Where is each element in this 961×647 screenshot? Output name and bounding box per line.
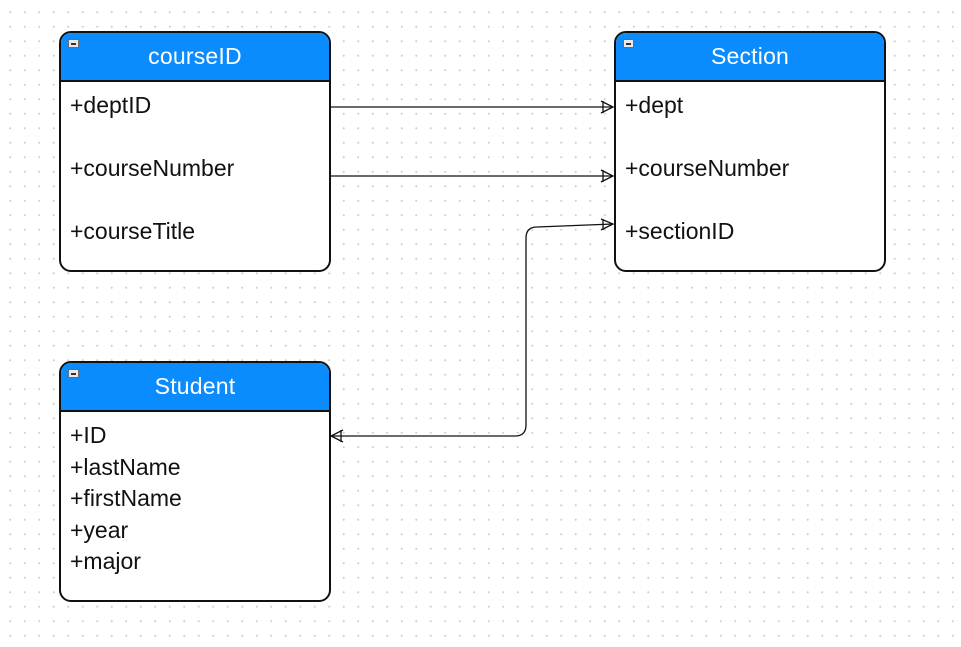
- entity-header[interactable]: Section: [616, 33, 884, 82]
- relationship-student-section: [329, 218, 615, 443]
- attribute-coursetitle[interactable]: +courseTitle: [70, 218, 196, 244]
- collapse-icon[interactable]: [623, 39, 634, 48]
- entity-title: Student: [154, 373, 236, 399]
- attribute-coursenumber[interactable]: +courseNumber: [70, 155, 235, 181]
- attribute-sectionid[interactable]: +sectionID: [625, 218, 735, 244]
- relationship-coursenumber: [331, 169, 615, 183]
- crowfoot-many-end: [600, 100, 615, 114]
- attribute-major[interactable]: +major: [70, 548, 141, 574]
- crowfoot-many-start: [329, 429, 344, 443]
- entity-header[interactable]: courseID: [61, 33, 329, 82]
- crowfoot-many-end: [600, 218, 615, 231]
- crowfoot-many-end: [600, 169, 615, 183]
- attribute-coursenumber[interactable]: +courseNumber: [625, 155, 790, 181]
- entity-section[interactable]: Section +dept +courseNumber +sectionID: [614, 31, 886, 272]
- entity-header[interactable]: Student: [61, 363, 329, 412]
- attribute-id[interactable]: +ID: [70, 422, 107, 448]
- entity-title: Section: [710, 43, 790, 69]
- attribute-lastname[interactable]: +lastName: [70, 454, 181, 480]
- collapse-icon[interactable]: [68, 39, 79, 48]
- entity-student[interactable]: Student +ID +lastName +firstName +year +…: [59, 361, 331, 602]
- attribute-dept[interactable]: +dept: [625, 92, 684, 118]
- entity-title: courseID: [148, 43, 242, 69]
- collapse-icon[interactable]: [68, 369, 79, 378]
- relationship-deptid-dept: [331, 100, 615, 114]
- attribute-deptid[interactable]: +deptID: [70, 92, 152, 118]
- entity-courseid[interactable]: courseID +deptID +courseNumber +courseTi…: [59, 31, 331, 272]
- relationship-line: [331, 223, 614, 437]
- attribute-year[interactable]: +year: [70, 517, 129, 543]
- attribute-firstname[interactable]: +firstName: [70, 485, 182, 511]
